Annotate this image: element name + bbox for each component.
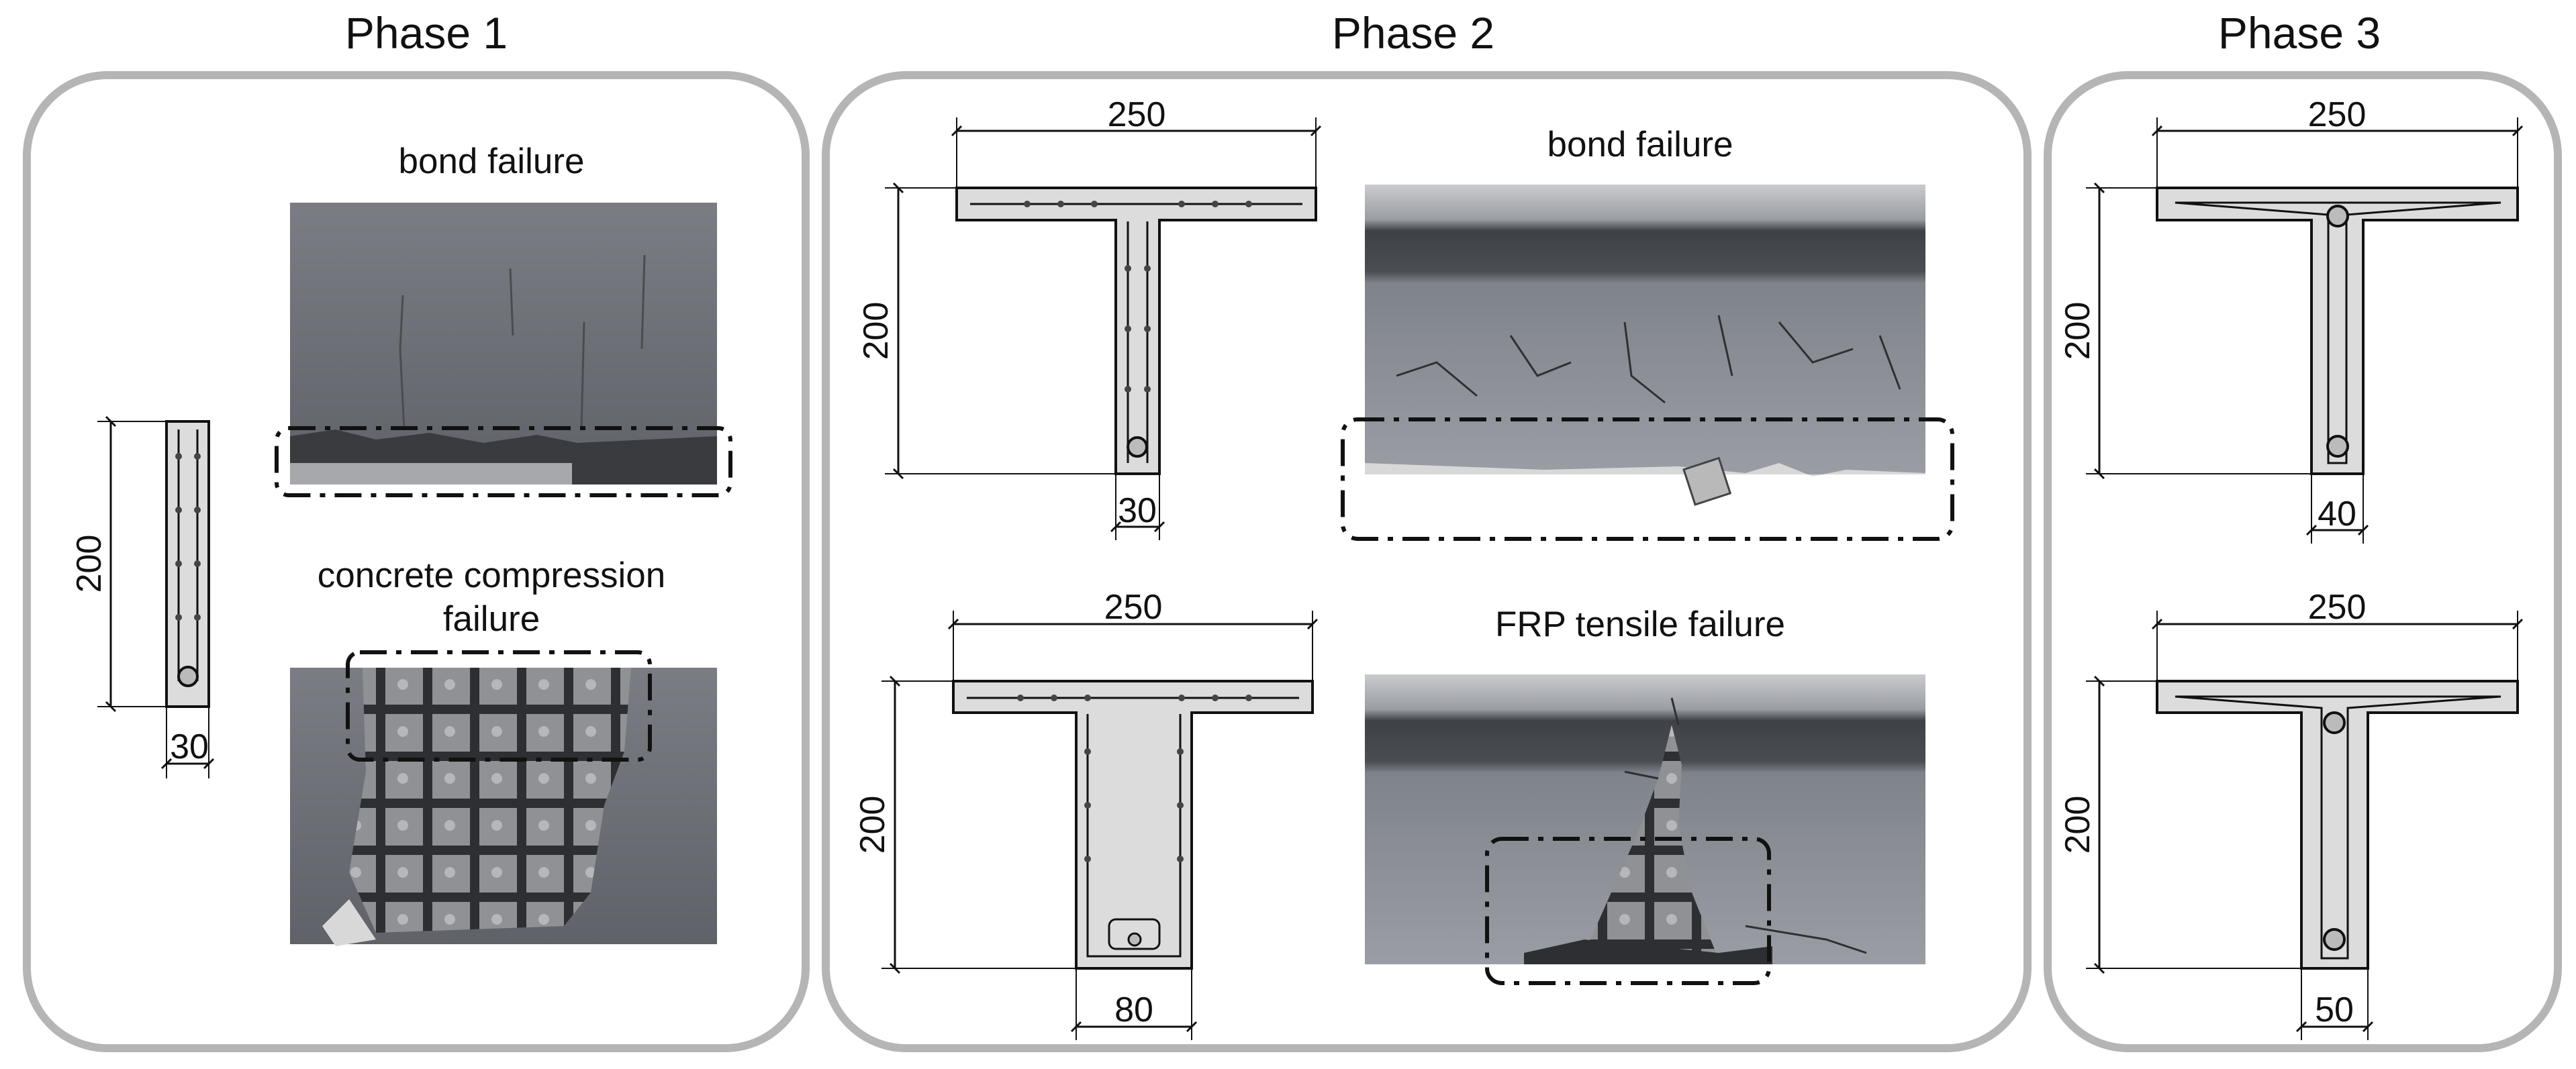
phase3-bottom-web-dim: 50: [2315, 990, 2354, 1029]
phase3-title: Phase 3: [2218, 8, 2381, 58]
phase2-top-height-dim: 200: [857, 302, 896, 360]
phase2-bottom-height-dim: 200: [853, 796, 892, 854]
phase2-panel: [822, 71, 2032, 1052]
phase1-title: Phase 1: [345, 8, 508, 58]
phase1-panel: [23, 71, 810, 1052]
phase2-photo-bottom: [1365, 674, 1925, 964]
phase2-top-flange-dim: 250: [1108, 95, 1166, 134]
phase1-photo-bottom-caption-line2: failure: [443, 599, 540, 639]
phase1-bottom-highlight: [346, 650, 652, 762]
phase1-photo-top-caption: bond failure: [399, 142, 585, 181]
phase3-bottom-section: [2086, 611, 2524, 1040]
phase2-bottom-section: [881, 611, 1319, 1040]
phase3-top-flange-dim: 250: [2308, 95, 2367, 134]
phase2-top-web-dim: 30: [1118, 491, 1157, 530]
phase1-height-dim: 200: [70, 535, 109, 593]
phase2-title: Phase 2: [1332, 8, 1494, 58]
phase2-top-highlight: [1341, 417, 1954, 541]
phase3-top-height-dim: 200: [2058, 302, 2097, 360]
phase1-width-dim: 30: [170, 727, 209, 766]
phase2-bottom-flange-dim: 250: [1104, 588, 1163, 627]
phase3-panel: [2044, 71, 2562, 1052]
phase3-top-section: [2086, 117, 2524, 544]
phase2-photo-bottom-caption: FRP tensile failure: [1495, 605, 1785, 644]
phase2-photo-top-caption: bond failure: [1547, 125, 1733, 164]
phase2-bottom-web-dim: 80: [1114, 990, 1153, 1029]
phase3-bottom-flange-dim: 250: [2308, 588, 2367, 627]
phase2-bottom-highlight: [1485, 837, 1771, 985]
phase2-photo-top: [1365, 185, 1925, 506]
phase1-photo-top: [290, 203, 717, 485]
phase3-top-web-dim: 40: [2318, 495, 2356, 533]
phase2-top-section: [885, 117, 1322, 540]
phase1-photo-bottom: [290, 668, 717, 946]
phase1-photo-bottom-caption-line1: concrete compression: [318, 556, 665, 595]
phase3-bottom-height-dim: 200: [2058, 796, 2097, 854]
phase1-section: [97, 415, 215, 778]
phase1-top-highlight: [275, 426, 732, 497]
